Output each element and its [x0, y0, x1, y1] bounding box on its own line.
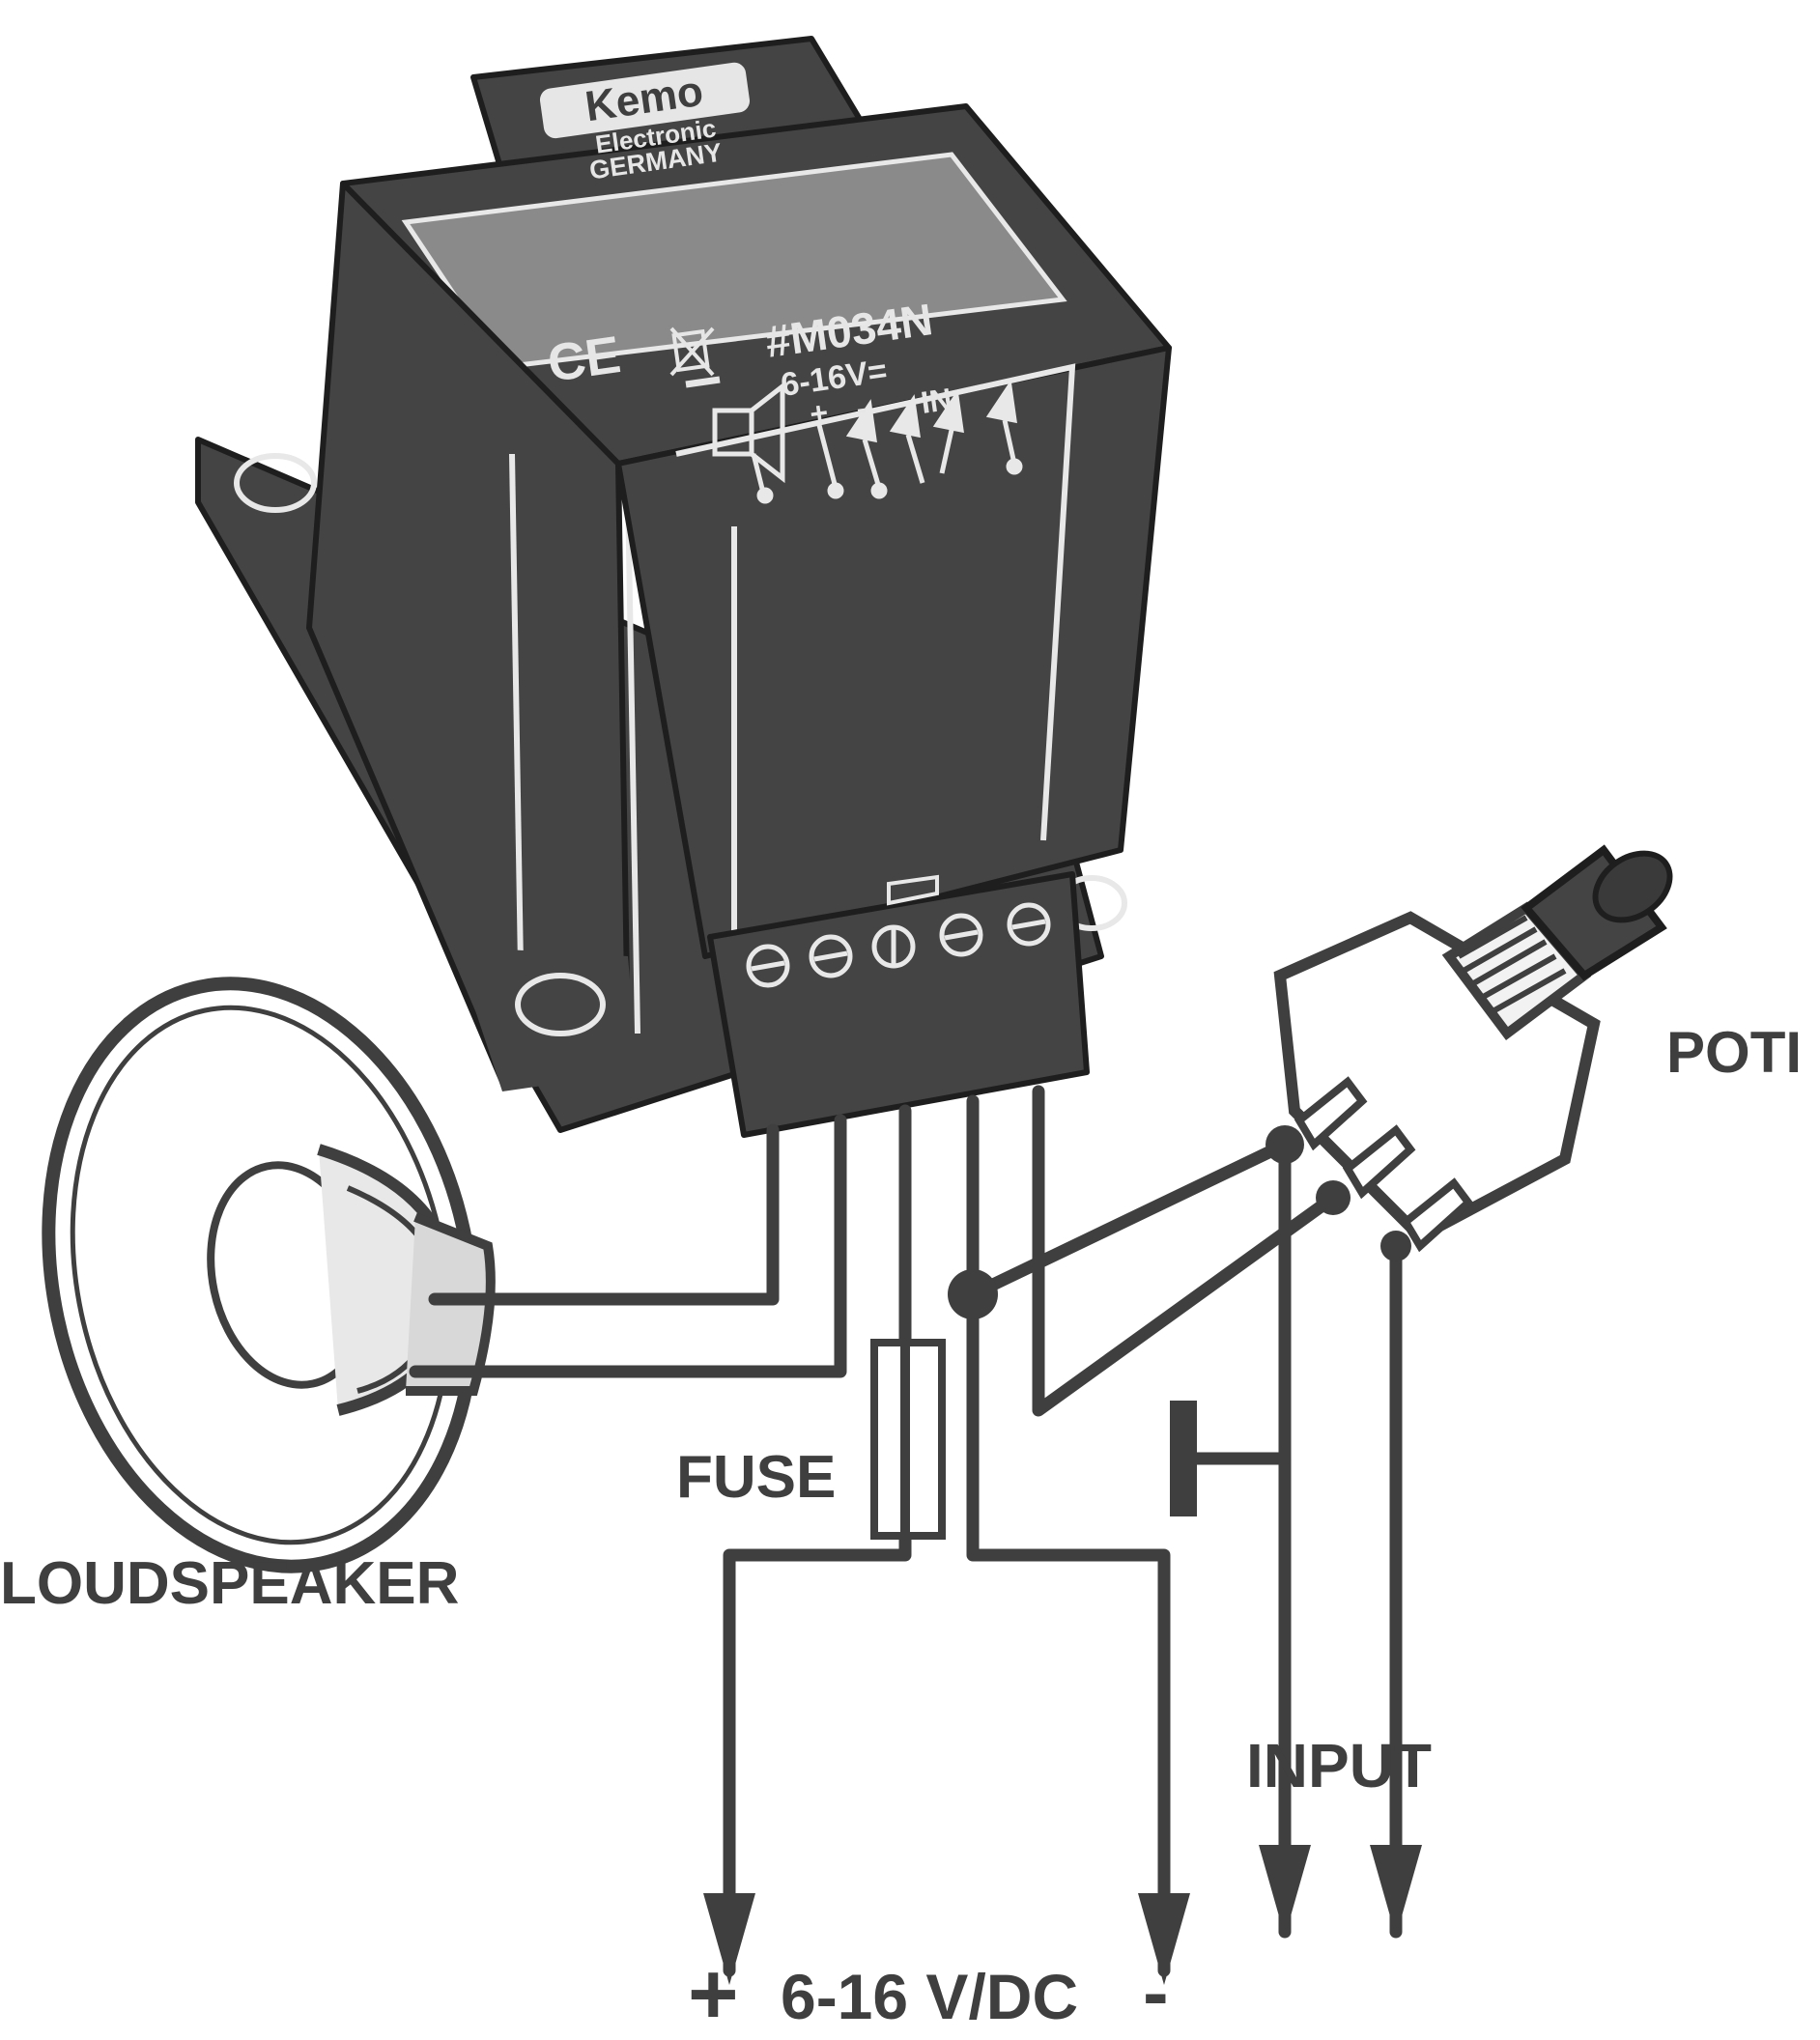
core-window	[406, 155, 1063, 367]
fuse-label: FUSE	[676, 1444, 836, 1511]
wire-ground-poti	[966, 1138, 1292, 1301]
mounting-hole-left	[234, 453, 317, 513]
terminal-minus-label: -	[854, 390, 869, 426]
brand-badge	[539, 62, 751, 139]
wire-power-plus	[723, 1104, 912, 1977]
poti-shaft	[1521, 844, 1667, 981]
speaker-symbol-icon	[712, 381, 785, 504]
arrow-down-icon	[1370, 1845, 1422, 1937]
arrow-down-icon	[1259, 1845, 1311, 1937]
amplifier-module: Kemo Electronic GERMANY CE #M034N 6-16V=…	[195, 36, 1172, 1138]
front-face	[618, 348, 1169, 956]
terminal-plus-label: +	[808, 395, 831, 432]
input-label: INPUT	[1246, 1731, 1432, 1800]
power-plus-label: +	[688, 1946, 739, 2040]
arrows	[703, 1845, 1422, 1985]
wire-speaker-2	[409, 1114, 847, 1378]
power-supply-label: 6-16 V/DC	[781, 1961, 1078, 2032]
potentiometer-drawing	[1273, 844, 1673, 1253]
terminal-arrows-icon	[816, 380, 1023, 499]
poti-label: POTI	[1666, 1020, 1802, 1085]
terminal-block	[710, 874, 1087, 1135]
power-minus-label: -	[1143, 1949, 1169, 2035]
wire-power-minus	[966, 1094, 1171, 1977]
wire-signal-in	[1032, 1085, 1340, 1417]
mounting-hole-front	[515, 973, 606, 1036]
terminal-screws	[746, 902, 1051, 988]
ce-mark: CE	[544, 326, 624, 393]
terminal-in-label: IN	[919, 382, 954, 420]
wire-speaker-1	[428, 1123, 780, 1306]
front-foot	[454, 947, 638, 1091]
wiring	[409, 1085, 1411, 1977]
left-face	[309, 184, 628, 1082]
loudspeaker-label: LOUDSPEAKER	[0, 1550, 459, 1617]
junction-dot	[948, 1269, 998, 1319]
junction-dot-wiper	[1316, 1180, 1351, 1215]
arrow-down-icon	[703, 1893, 755, 1985]
weee-bin-icon	[669, 326, 721, 388]
arrow-down-icon	[1138, 1893, 1190, 1985]
loudspeaker-drawing	[42, 977, 496, 1573]
